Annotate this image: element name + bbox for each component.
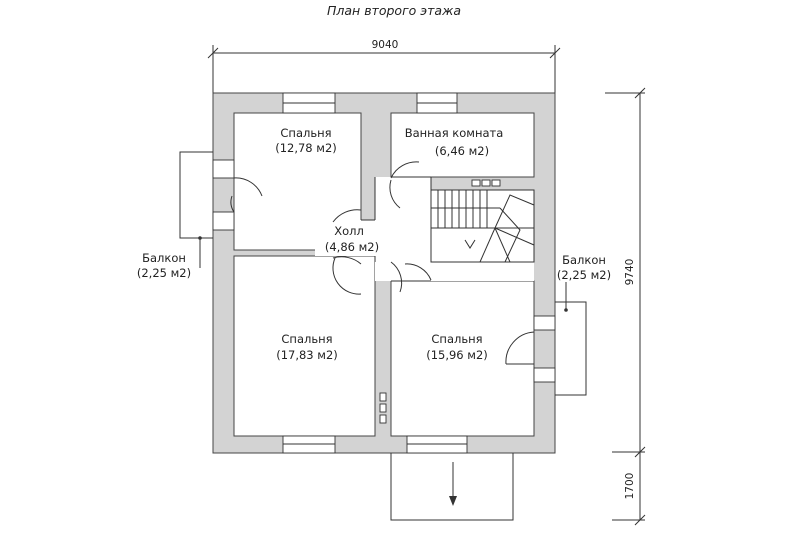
room-hall <box>375 177 431 281</box>
bedroom-bottom-left-area: (17,83 м2) <box>276 348 338 362</box>
bedroom-top-left-name: Спальня <box>280 126 331 140</box>
balcony-left: Балкон (2,25 м2) <box>137 151 213 280</box>
doors <box>230 161 535 365</box>
bedroom-top-left-area: (12,78 м2) <box>275 141 337 155</box>
balcony-right-name: Балкон <box>562 253 606 267</box>
staircase <box>430 189 535 263</box>
balcony-left-area: (2,25 м2) <box>137 266 191 280</box>
balcony-left-name: Балкон <box>142 251 186 265</box>
fixtures <box>379 179 501 424</box>
corridor-right <box>431 260 534 281</box>
bedroom-bottom-right-name: Спальня <box>431 332 482 346</box>
balcony-right: Балкон (2,25 м2) <box>555 253 611 396</box>
balcony-right-area: (2,25 м2) <box>557 268 611 282</box>
height-dimension: 9740 1700 <box>605 87 646 526</box>
width-dimension: 9040 <box>207 39 561 95</box>
height-dimension-label: 9740 <box>624 259 636 286</box>
hall-area: (4,86 м2) <box>325 240 379 254</box>
bathroom-name: Ванная комната <box>405 126 504 140</box>
hall-name: Холл <box>334 224 364 238</box>
bedroom-bottom-right-area: (15,96 м2) <box>426 348 488 362</box>
room-bathroom <box>390 112 535 178</box>
bathroom-area: (6,46 м2) <box>435 144 489 158</box>
hall-alcove <box>315 220 375 256</box>
bedroom-bottom-left-name: Спальня <box>281 332 332 346</box>
balcony-bottom <box>390 453 514 521</box>
room-bedroom-bottom-left <box>233 255 376 437</box>
width-dimension-label: 9040 <box>372 39 399 51</box>
plan-title: План второго этажа <box>327 3 461 18</box>
windows <box>212 92 556 454</box>
balcony-depth-label: 1700 <box>624 473 636 500</box>
stair-well <box>431 190 534 262</box>
